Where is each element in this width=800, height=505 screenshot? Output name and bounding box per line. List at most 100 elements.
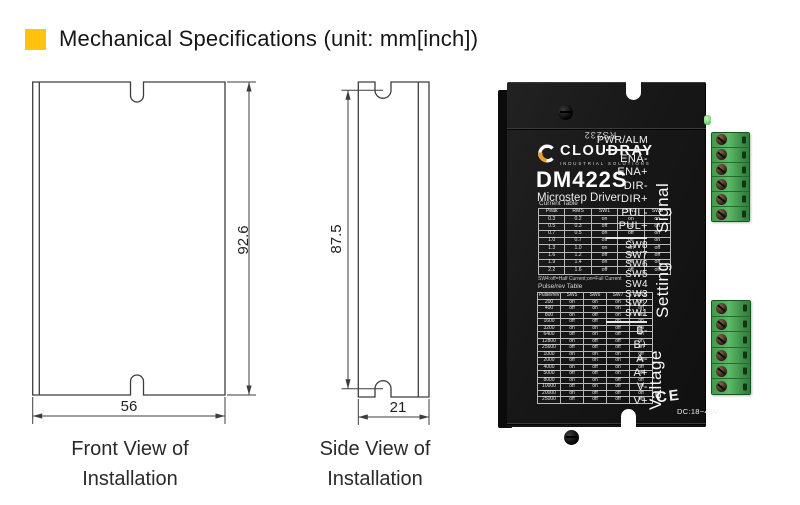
voltage-terminal-block — [711, 300, 751, 395]
tab-edge-top — [507, 128, 706, 129]
table-cell: 1.0 — [537, 237, 566, 246]
terminal-screw-icon — [716, 318, 727, 330]
terminal — [712, 177, 749, 193]
terminal-slot — [742, 336, 747, 344]
terminal-screw-icon — [716, 381, 727, 393]
terminal-label: SW2 — [625, 298, 648, 310]
terminal-screw-icon — [716, 349, 727, 361]
signal-terminal-block — [711, 132, 750, 222]
terminal-label: A- — [636, 352, 648, 365]
terminal-label: SW4 — [625, 278, 648, 290]
brand-logo: CLOUDRAY INDUSTRIAL SOLUTIONS — [536, 143, 654, 166]
product-type: Microstep Driver — [537, 192, 621, 204]
signal-labels: ENA-ENA+DIR-DIR+PUL-PUL+ — [617, 153, 648, 233]
table-cell: off — [643, 266, 672, 275]
terminal-label: ENA+ — [617, 166, 648, 179]
signal-group-title: Signal — [653, 182, 672, 233]
terminal-label: SW8 — [625, 240, 648, 251]
table-cell: off — [583, 396, 607, 404]
dc-rating: DC:18~48V — [677, 407, 719, 416]
voltage-group-title: Valtage — [646, 350, 665, 410]
terminal-label: PUL+ — [618, 220, 648, 233]
terminal-slot — [742, 304, 747, 312]
terminal — [712, 133, 749, 148]
tab-edge-bottom — [507, 423, 706, 424]
divider — [606, 237, 647, 239]
terminal — [712, 363, 750, 380]
current-table-title: Current Table — [539, 200, 578, 207]
terminal-label: SW1 — [625, 307, 648, 319]
terminal-slot — [741, 136, 746, 144]
table-cell: 1.9 — [537, 259, 566, 268]
terminal-screw-icon — [716, 334, 727, 346]
terminal — [712, 162, 749, 178]
table-cell: off — [643, 251, 672, 261]
table-cell: on — [590, 215, 619, 224]
front-view-svg: 92.6 56 — [32, 81, 256, 424]
terminal-screw-icon — [716, 149, 727, 161]
side-view-drawing: 87.5 21 — [318, 68, 458, 430]
brand-subtitle: INDUSTRIAL SOLUTIONS — [560, 160, 651, 166]
terminal-label: B+ — [633, 338, 648, 351]
terminal-slot — [742, 383, 747, 391]
terminal-label: A+ — [633, 366, 648, 379]
terminal — [712, 207, 749, 221]
front-height-dimension: 92.6 — [235, 225, 252, 254]
table-cell: off — [590, 237, 619, 246]
front-width-dimension: 56 — [121, 398, 138, 415]
divider — [606, 149, 647, 151]
table-cell: 0.7 — [564, 237, 592, 246]
table-cell: 1.6 — [564, 266, 592, 275]
section-header: Mechanical Specifications (unit: mm[inch… — [25, 26, 478, 52]
current-note: SW4:off=Half Current;on=Full Current — [538, 276, 622, 282]
terminal — [712, 348, 750, 364]
divider — [606, 321, 647, 323]
pwr-alm-label: PWR/ALM — [596, 134, 648, 146]
model-number: DM422S — [536, 167, 628, 192]
side-outline — [357, 81, 430, 398]
terminal-label: SW3 — [625, 288, 648, 300]
table-cell: 1.4 — [564, 259, 592, 268]
terminal — [712, 332, 750, 349]
table-cell: off — [590, 266, 619, 275]
table-cell: 2.2 — [537, 266, 566, 275]
driver-body: RS232 CLOUDRAY INDUSTRIAL SOLUTIONS DM42… — [507, 82, 718, 445]
terminal-screw-icon — [716, 164, 727, 176]
table-cell: on — [643, 237, 672, 246]
front-view-drawing: 92.6 56 — [15, 68, 265, 430]
side-width-dimension: 21 — [390, 399, 407, 416]
terminal-label: ENA- — [620, 153, 648, 165]
driver-photo: RS232 CLOUDRAY INDUSTRIAL SOLUTIONS DM42… — [493, 62, 759, 445]
mounting-notch-bottom — [621, 409, 636, 427]
terminal — [712, 301, 750, 317]
terminal-label: PUL- — [621, 206, 648, 219]
terminal — [712, 316, 750, 333]
power-led — [704, 115, 711, 125]
terminal-slot — [741, 151, 746, 159]
terminal-screw-icon — [716, 134, 727, 146]
terminal-slot — [742, 367, 747, 375]
terminal-screw-icon — [716, 178, 727, 190]
terminal-slot — [741, 180, 746, 188]
front-view-caption: Front View of Installation — [71, 438, 189, 490]
table-cell: off — [606, 396, 630, 404]
screw-top — [558, 105, 573, 120]
table-cell: off — [560, 396, 584, 404]
table-cell: RMS — [564, 207, 592, 217]
side-height-dimension: 87.5 — [328, 224, 345, 253]
terminal-label: SW6 — [625, 259, 648, 271]
terminal-screw-icon — [716, 365, 727, 377]
brand-name: CLOUDRAY — [560, 143, 654, 159]
setting-group-title: Setting — [653, 261, 672, 318]
terminal-slot — [741, 210, 746, 218]
table-cell: on — [590, 259, 619, 268]
terminal-label: DIR+ — [621, 193, 648, 206]
table-cell: 0.3 — [537, 215, 566, 224]
mounting-notch-top — [626, 82, 641, 100]
bullet-icon — [25, 28, 46, 50]
terminal-slot — [741, 195, 746, 203]
terminal-screw-icon — [716, 208, 727, 220]
